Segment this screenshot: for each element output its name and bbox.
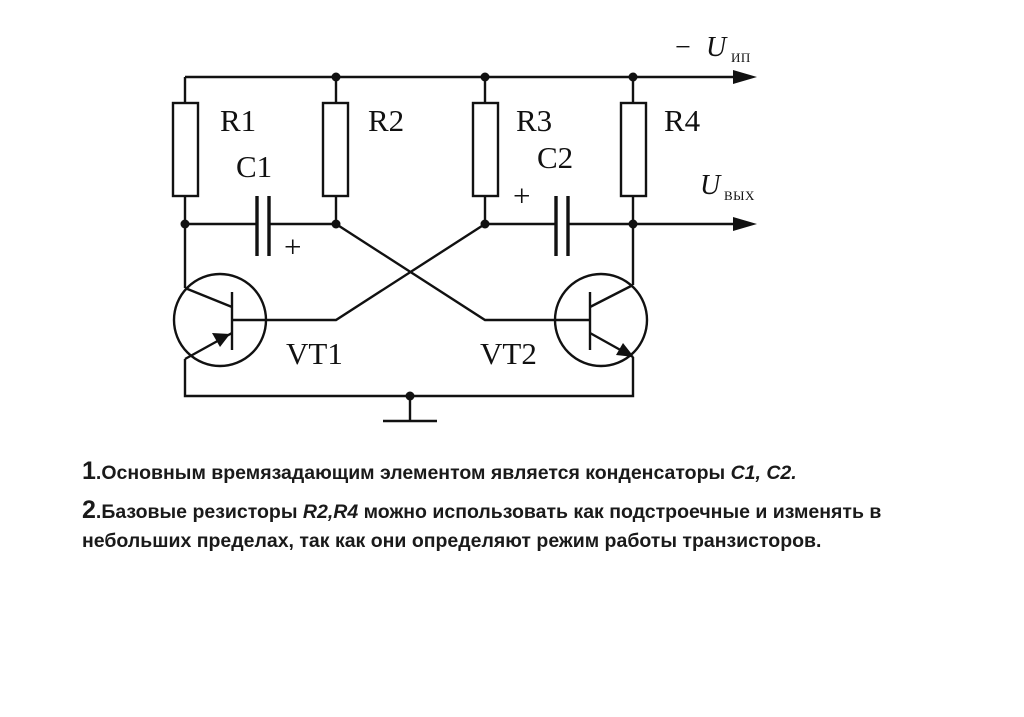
resistor-r3-label: R3 <box>516 103 552 138</box>
capacitor-c2 <box>554 196 570 256</box>
multivibrator-circuit-diagram: − U ИП U ВЫХ R1 R2 R3 R4 C1 + C2 + <box>171 32 757 423</box>
junction-dot <box>331 219 341 229</box>
note-2-emphasis: R2,R4 <box>302 501 359 523</box>
note-1-text: .Основным времязадающим элементом являет… <box>95 462 731 484</box>
transistor-vt2-label: VT2 <box>480 336 537 371</box>
explanation-notes: 1.Основным времязадающим элементом являе… <box>82 457 942 556</box>
junction-dot <box>180 219 190 229</box>
vt2-emitter-arrow-icon <box>616 343 634 357</box>
junction-dot <box>480 219 490 229</box>
output-voltage-label: U ВЫХ <box>700 170 755 203</box>
junction-dot <box>405 391 415 401</box>
output-arrow-icon <box>733 217 757 231</box>
vt1-emitter-arrow-icon <box>212 333 230 347</box>
junction-dot <box>480 72 490 82</box>
resistor-r4-label: R4 <box>664 103 701 138</box>
note-2-number: 2 <box>82 496 96 524</box>
resistor-r2-label: R2 <box>368 103 404 138</box>
note-1-emphasis: С1, С2. <box>730 462 797 484</box>
capacitor-c2-label: C2 <box>537 140 573 175</box>
junction-dots <box>180 72 638 401</box>
transistor-vt2 <box>553 272 649 368</box>
junction-dot <box>331 72 341 82</box>
ground-symbol <box>183 357 635 423</box>
junction-dot <box>628 72 638 82</box>
supply-voltage-symbol: U <box>706 32 728 63</box>
capacitor-c1 <box>255 196 271 256</box>
capacitor-c1-label: C1 <box>236 149 272 184</box>
transistor-vt1-label: VT1 <box>286 336 343 371</box>
note-1-number: 1 <box>82 457 96 485</box>
supply-voltage-prefix: − <box>675 32 691 63</box>
output-voltage-symbol: U <box>700 170 722 201</box>
resistor-r3 <box>471 101 500 198</box>
output-line <box>633 217 757 231</box>
resistor-r1-label: R1 <box>220 103 256 138</box>
capacitor-c1-plus: + <box>284 229 301 264</box>
note-2-text-before: .Базовые резисторы <box>95 501 303 523</box>
capacitor-c2-plus: + <box>513 178 530 213</box>
supply-rail <box>185 70 757 84</box>
note-1: 1.Основным времязадающим элементом являе… <box>82 457 942 488</box>
supply-arrow-icon <box>733 70 757 84</box>
output-voltage-subscript: ВЫХ <box>724 188 755 203</box>
supply-voltage-label: − U ИП <box>675 32 751 65</box>
junction-dot <box>628 219 638 229</box>
note-2: 2.Базовые резисторы R2,R4 можно использо… <box>82 496 942 556</box>
supply-voltage-subscript: ИП <box>731 50 751 65</box>
resistor-r1 <box>171 101 200 198</box>
resistor-r2 <box>321 101 350 198</box>
transistor-vt1 <box>172 272 268 368</box>
resistor-r4 <box>619 101 648 198</box>
note-2-text-after: можно использовать как подстроечные и из… <box>82 501 882 552</box>
